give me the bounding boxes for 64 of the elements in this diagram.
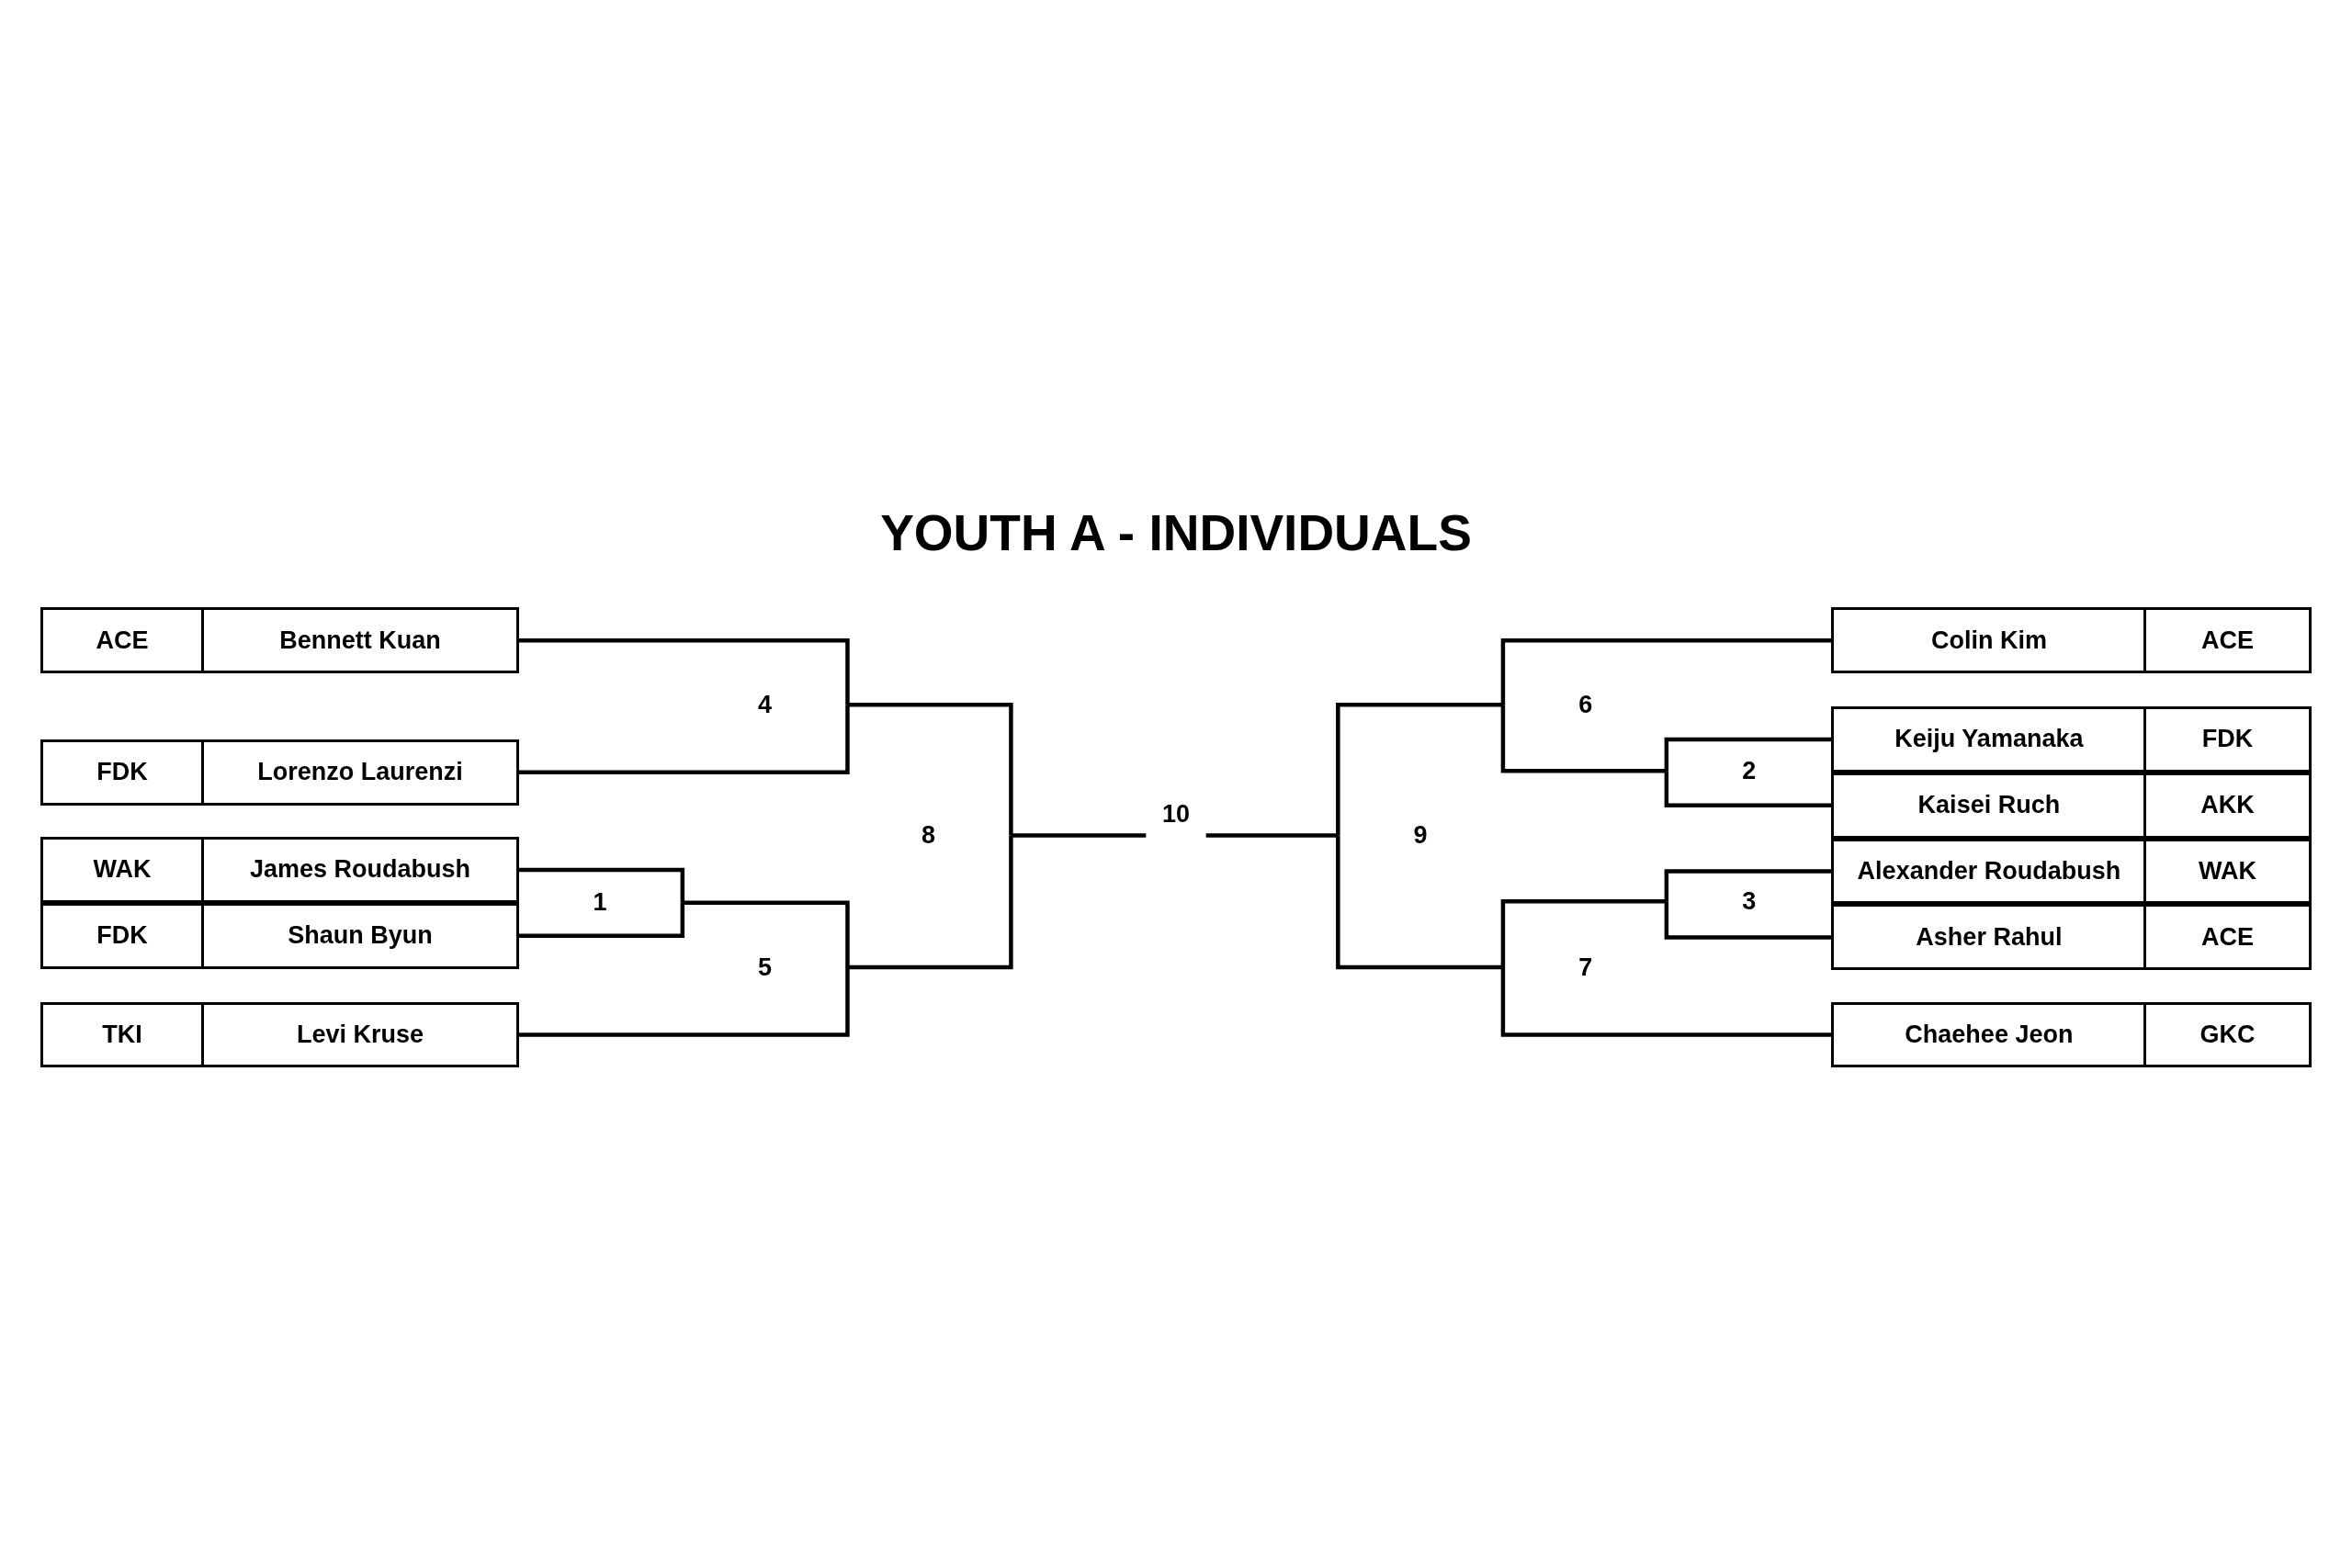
player-name: Bennett Kuan	[278, 625, 442, 656]
bracket-line	[1336, 835, 1503, 970]
match-number: 2	[1666, 747, 1832, 795]
player-row	[40, 902, 519, 969]
player-row	[1831, 607, 2312, 674]
match-number: 6	[1502, 681, 1668, 729]
match-number: 5	[682, 942, 848, 992]
player-name: Asher Rahul	[1834, 907, 2147, 968]
bracket-line	[518, 902, 685, 939]
player-name: Lorenzo Laurenzi	[256, 757, 464, 788]
player-row	[1831, 772, 2312, 839]
bracket-line	[518, 967, 850, 1037]
club-code: WAK	[43, 840, 205, 900]
club-code: FDK	[2200, 724, 2255, 755]
bracket-line	[1011, 833, 1148, 838]
club-code: ACE	[2200, 921, 2256, 953]
match-number: 7	[1502, 942, 1668, 992]
bracket-line	[1500, 637, 1832, 705]
club-code: ACE	[2200, 625, 2256, 656]
bracket-line	[1336, 703, 1503, 836]
bracket-line	[1664, 771, 1832, 807]
club-code: FDK	[43, 741, 205, 803]
player-name: Shaun Byun	[287, 920, 434, 952]
player-row	[40, 837, 519, 903]
bracket-line	[518, 705, 850, 775]
player-name: Alexander Roudabush	[1834, 840, 2147, 902]
player-row	[1831, 838, 2312, 905]
bracket-line	[518, 637, 850, 705]
bracket-line	[682, 900, 850, 968]
player-name: Levi Kruse	[295, 1020, 424, 1050]
bracket-line	[1500, 967, 1832, 1037]
player-row	[1831, 705, 2312, 773]
bracket-line	[847, 703, 1013, 836]
bracket-line	[1664, 737, 1832, 772]
club-code: AKK	[2199, 790, 2256, 821]
player-name: Chaehee Jeon	[1834, 1004, 2147, 1066]
player-row	[1831, 904, 2312, 971]
player-row	[40, 1001, 519, 1068]
match-number: 3	[1666, 877, 1832, 926]
club-code: FDK	[43, 905, 205, 966]
match-number: 10	[1146, 793, 1206, 836]
player-row	[40, 739, 519, 806]
bracket-line	[1204, 833, 1339, 838]
club-code: GKC	[2199, 1020, 2256, 1050]
club-code: WAK	[2198, 856, 2258, 887]
player-row	[1831, 1001, 2312, 1068]
title: YOUTH A - INDIVIDUALS	[879, 503, 1473, 562]
match-number: 8	[845, 811, 1012, 860]
player-name: Kaisei Ruch	[1834, 774, 2147, 836]
bracket-line	[1664, 901, 1832, 940]
bracket-line	[1500, 898, 1667, 968]
bracket-line	[1664, 869, 1832, 902]
club-code: ACE	[43, 610, 205, 671]
bracket-line	[518, 867, 685, 903]
player-row	[40, 607, 519, 674]
bracket-line	[1500, 705, 1667, 773]
player-name: Keiju Yamanaka	[1834, 708, 2147, 770]
match-number: 9	[1338, 811, 1503, 860]
player-name: Colin Kim	[1834, 610, 2147, 671]
match-number: 1	[517, 878, 683, 927]
bracket-line	[847, 835, 1013, 970]
club-code: TKI	[43, 1004, 205, 1066]
player-name: James Roudabush	[248, 854, 471, 886]
match-number: 4	[682, 681, 848, 729]
